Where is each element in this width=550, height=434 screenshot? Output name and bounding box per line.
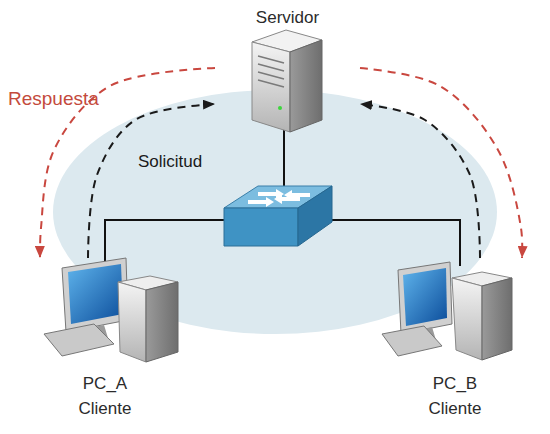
pc-symbol — [44, 258, 178, 362]
node-label: PC_A — [30, 374, 180, 394]
server-symbol — [258, 72, 284, 79]
pc-symbol — [68, 264, 123, 324]
switch-symbol — [224, 208, 298, 246]
edge-label: Respuesta — [8, 88, 99, 110]
node-role: Cliente — [380, 399, 530, 419]
client-node: PC_A Cliente — [30, 258, 180, 425]
network-wire — [330, 220, 460, 266]
client-node: PC_B Cliente — [380, 258, 530, 425]
switch-symbol — [284, 190, 310, 200]
server-symbol — [258, 56, 284, 87]
server-symbol — [258, 56, 284, 63]
node-label: PC_B — [380, 374, 530, 394]
server-symbol — [278, 106, 282, 110]
server-symbol — [252, 42, 290, 132]
edge-label: Solicitud — [138, 152, 202, 172]
switch-symbol — [248, 189, 310, 207]
message-arrow — [360, 104, 480, 258]
pc-symbol — [398, 262, 452, 334]
pc-symbol — [118, 282, 146, 362]
node-role: Cliente — [30, 399, 180, 419]
message-arrow — [360, 68, 522, 258]
pc-symbol — [382, 262, 512, 360]
server-symbol — [252, 30, 322, 132]
server-symbol — [290, 40, 322, 132]
network-wire — [283, 128, 285, 192]
pc-symbol — [452, 278, 482, 360]
switch-symbol — [224, 186, 332, 246]
pc-symbol — [146, 282, 178, 362]
message-arrow — [88, 104, 215, 258]
pc-symbol — [403, 268, 447, 326]
server-symbol — [258, 80, 284, 87]
network-wire — [105, 128, 460, 268]
pc-symbol — [482, 278, 512, 360]
node-label: Servidor — [215, 8, 360, 28]
switch-symbol — [248, 197, 274, 207]
pc-symbol — [382, 326, 442, 356]
server-symbol — [258, 64, 284, 71]
pc-symbol — [44, 324, 114, 356]
server-node: Servidor — [215, 5, 360, 135]
